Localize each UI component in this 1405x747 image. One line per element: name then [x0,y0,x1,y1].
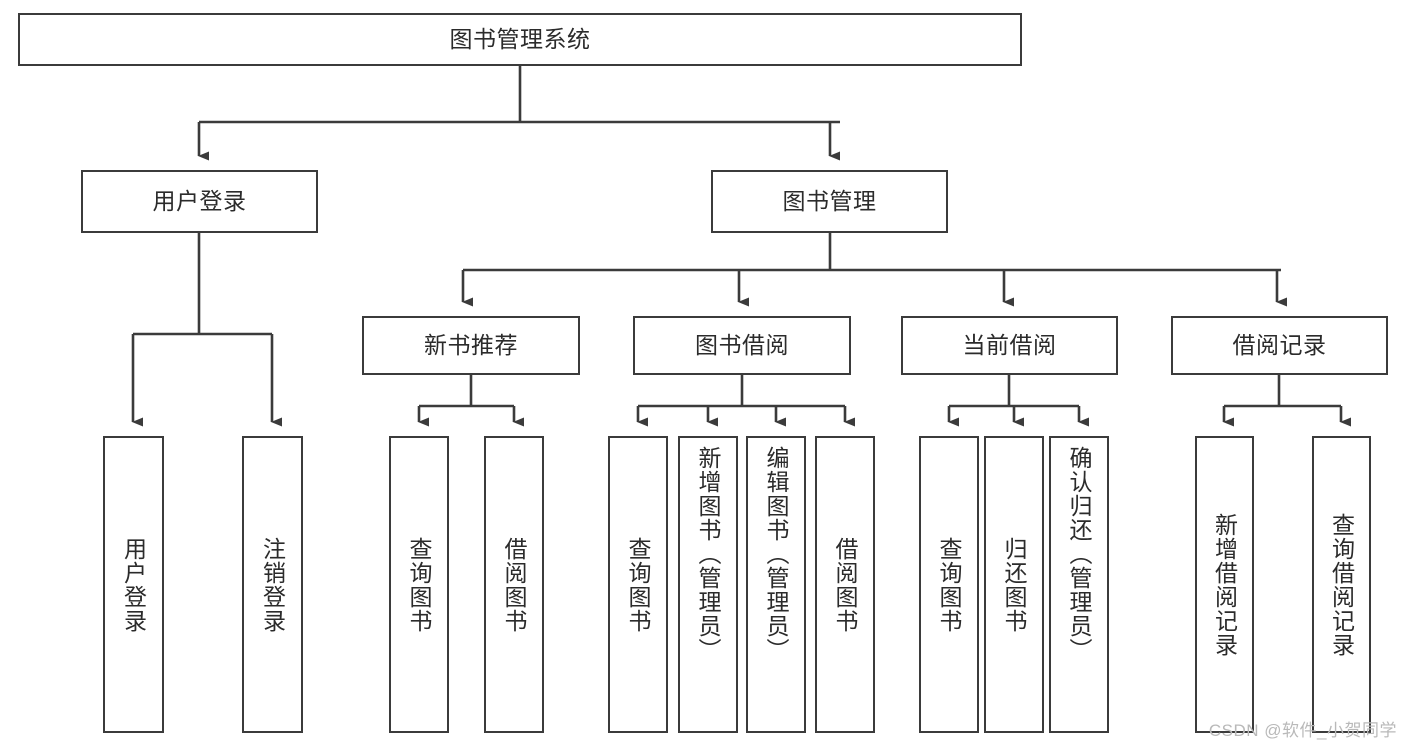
node-root-book-management-system[interactable]: 图书管理系统 [18,13,1022,66]
leaf-query-borrowing-record[interactable]: 查询借阅记录 [1312,436,1371,733]
leaf-logout[interactable]: 注销登录 [242,436,303,733]
node-current-borrowing[interactable]: 当前借阅 [901,316,1118,375]
leaf-query-books-current[interactable]: 查询图书 [919,436,979,733]
leaf-query-books-newbook[interactable]: 查询图书 [389,436,449,733]
leaf-add-book-admin[interactable]: 新增图书（管理员） [678,436,738,733]
leaf-edit-book-admin[interactable]: 编辑图书（管理员） [746,436,806,733]
node-book-borrowing[interactable]: 图书借阅 [633,316,851,375]
watermark-csdn: CSDN @软件_小贺同学 [1208,721,1397,740]
node-book-management[interactable]: 图书管理 [711,170,948,233]
leaf-user-login[interactable]: 用户登录 [103,436,164,733]
node-borrowing-records[interactable]: 借阅记录 [1171,316,1388,375]
leaf-query-books-borrowing[interactable]: 查询图书 [608,436,668,733]
leaf-borrow-books-newbook[interactable]: 借阅图书 [484,436,544,733]
leaf-borrow-books-borrowing[interactable]: 借阅图书 [815,436,875,733]
leaf-return-books[interactable]: 归还图书 [984,436,1044,733]
leaf-confirm-return-admin[interactable]: 确认归还（管理员） [1049,436,1109,733]
node-new-book-recommendation[interactable]: 新书推荐 [362,316,580,375]
leaf-add-borrowing-record[interactable]: 新增借阅记录 [1195,436,1254,733]
node-user-login[interactable]: 用户登录 [81,170,318,233]
